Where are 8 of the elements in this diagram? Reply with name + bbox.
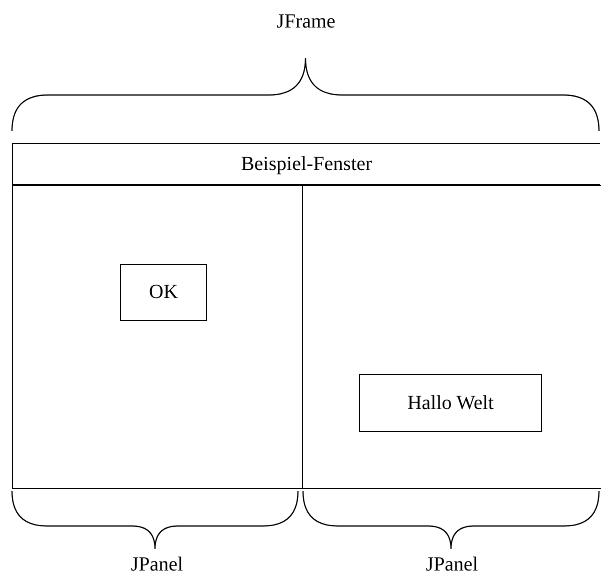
- component-label: JPanel: [426, 554, 478, 576]
- gui-button: Hallo Welt: [359, 374, 542, 432]
- component-label: JPanel: [130, 554, 184, 576]
- gui-button: OK: [120, 264, 207, 321]
- panel-area: [302, 185, 601, 489]
- component-label: JFrame: [276, 10, 336, 34]
- window-title: Beispiel-Fenster: [240, 152, 372, 176]
- window-frame: [12, 143, 600, 489]
